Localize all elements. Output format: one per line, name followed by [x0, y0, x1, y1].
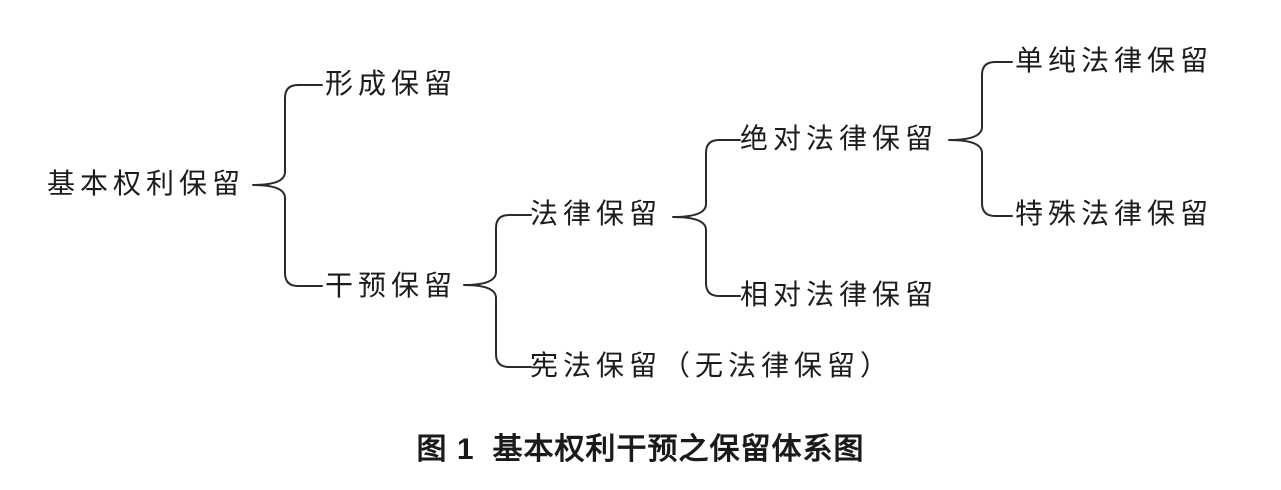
node-intervention-reservation: 干预保留 [325, 271, 458, 302]
brace-absolute-children [948, 61, 1013, 217]
brace-legal-children [672, 139, 741, 297]
node-legal-reservation: 法律保留 [530, 199, 663, 230]
node-formation-reservation: 形成保留 [325, 69, 458, 100]
node-relative-legal-reservation: 相对法律保留 [740, 280, 939, 311]
figure-caption-title: 基本权利干预之保留体系图 [492, 433, 865, 466]
figure-caption: 图 1 基本权利干预之保留体系图 [0, 435, 1281, 465]
node-simple-legal-reservation: 单纯法律保留 [1015, 46, 1214, 77]
node-constitutional-reservation: 宪法保留（无法律保留） [530, 351, 894, 382]
node-absolute-legal-reservation: 绝对法律保留 [740, 124, 939, 155]
node-special-legal-reservation: 特殊法律保留 [1015, 199, 1214, 230]
brace-root-children [252, 84, 323, 287]
brace-intervention-children [463, 214, 532, 368]
figure-caption-number: 图 1 [416, 433, 475, 466]
node-basic-rights-reservation: 基本权利保留 [47, 169, 246, 200]
